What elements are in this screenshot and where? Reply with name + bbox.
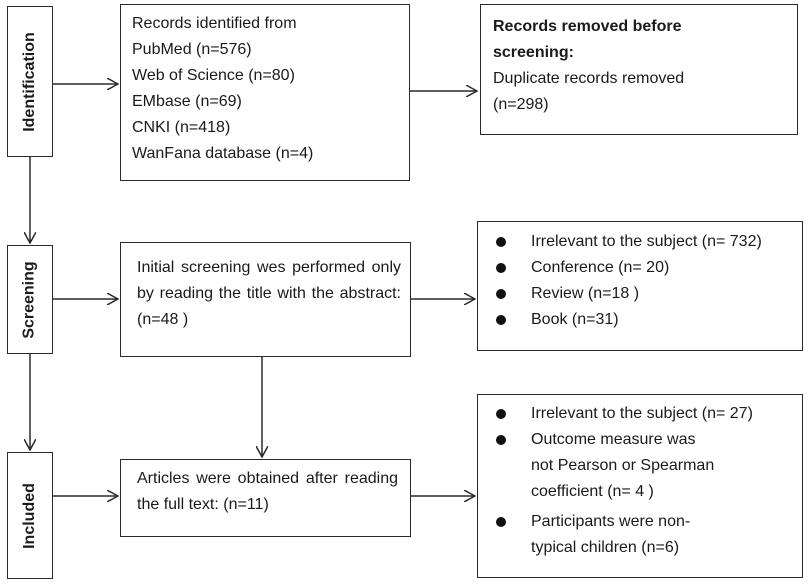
removed-title-line-1: Records removed before (493, 18, 682, 35)
exclusion-item: Conference (n= 20) (488, 255, 802, 281)
stage-identification-label: Identification (21, 31, 38, 132)
included-exclusions-list: Irrelevant to the subject (n= 27) Outcom… (488, 401, 753, 561)
removed-text: Duplicate records removed (493, 70, 685, 87)
identified-line: Web of Science (n=80) (132, 67, 295, 84)
identified-line: WanFana database (n=4) (132, 145, 314, 162)
identified-line: PubMed (n=576) (132, 41, 252, 58)
exclusion-item: Irrelevant to the subject (n= 27) (488, 401, 753, 427)
identified-line: Records identified from (132, 15, 297, 32)
stage-screening: Screening (7, 245, 53, 354)
included-text: Articles were obtained after reading the… (137, 470, 398, 513)
screening-exclusions-box: Irrelevant to the subject (n= 732) Confe… (477, 221, 803, 351)
screening-box: Initial screening wes performed only by … (120, 242, 411, 357)
screening-text: Initial screening wes performed only by … (137, 259, 401, 328)
stage-included: Included (7, 452, 53, 579)
exclusion-item: Irrelevant to the subject (n= 732) (488, 229, 802, 255)
screening-exclusions-list: Irrelevant to the subject (n= 732) Confe… (488, 229, 802, 333)
included-box: Articles were obtained after reading the… (120, 459, 411, 537)
removed-title-line-2: screening: (493, 44, 574, 61)
records-identified-box: Records identified from PubMed (n=576) W… (120, 4, 410, 181)
stage-screening-label: Screening (21, 260, 39, 339)
included-exclusions-box: Irrelevant to the subject (n= 27) Outcom… (477, 394, 803, 578)
exclusion-item: Book (n=31) (488, 307, 802, 333)
records-removed-box: Records removed before screening: Duplic… (480, 4, 798, 135)
identified-line: CNKI (n=418) (132, 119, 231, 136)
exclusion-item: Participants were non-typical children (… (488, 509, 718, 561)
identified-line: EMbase (n=69) (132, 93, 242, 110)
stage-identification: Identification (7, 6, 53, 157)
exclusion-item: Outcome measure was not Pearson or Spear… (488, 427, 718, 505)
exclusion-item: Review (n=18 ) (488, 281, 802, 307)
stage-included-label: Included (21, 482, 38, 549)
removed-count: (n=298) (493, 96, 549, 113)
